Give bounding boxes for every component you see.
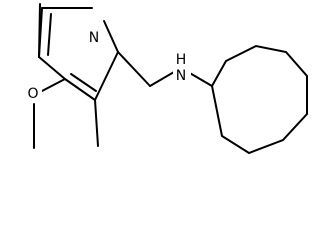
- molecule-structure: N O H N: [24, 3, 308, 155]
- bond-c3-methyl: [94, 99, 99, 147]
- bond-c2-ch2: [117, 51, 151, 87]
- bond-nh-ring: [187, 71, 213, 87]
- bond-c3-c2: [94, 51, 119, 101]
- substituents: [33, 3, 213, 149]
- bond-n1-c2: [103, 20, 119, 53]
- amine-nitrogen-label: N: [176, 68, 186, 84]
- bond-c6-c5-inner: [47, 13, 52, 56]
- bond-c5-c4: [38, 56, 66, 80]
- methoxy-oxygen-label: O: [27, 86, 38, 102]
- pyridine-ring: [38, 7, 119, 101]
- bond-c4-c3: [64, 78, 96, 101]
- bond-c4-oxygen: [41, 78, 66, 92]
- bond-c5-methyl: [38, 3, 41, 58]
- cyclooctane-ring: [210, 44, 308, 155]
- atom-labels: N O H N: [24, 28, 191, 102]
- bond-ch2-nh: [149, 71, 175, 87]
- bond-c4-c3-inner: [70, 73, 97, 92]
- amine-hydrogen-label: H: [176, 52, 187, 68]
- ring-nitrogen-label: N: [89, 30, 99, 46]
- cyclooctane-polygon: [210, 44, 308, 155]
